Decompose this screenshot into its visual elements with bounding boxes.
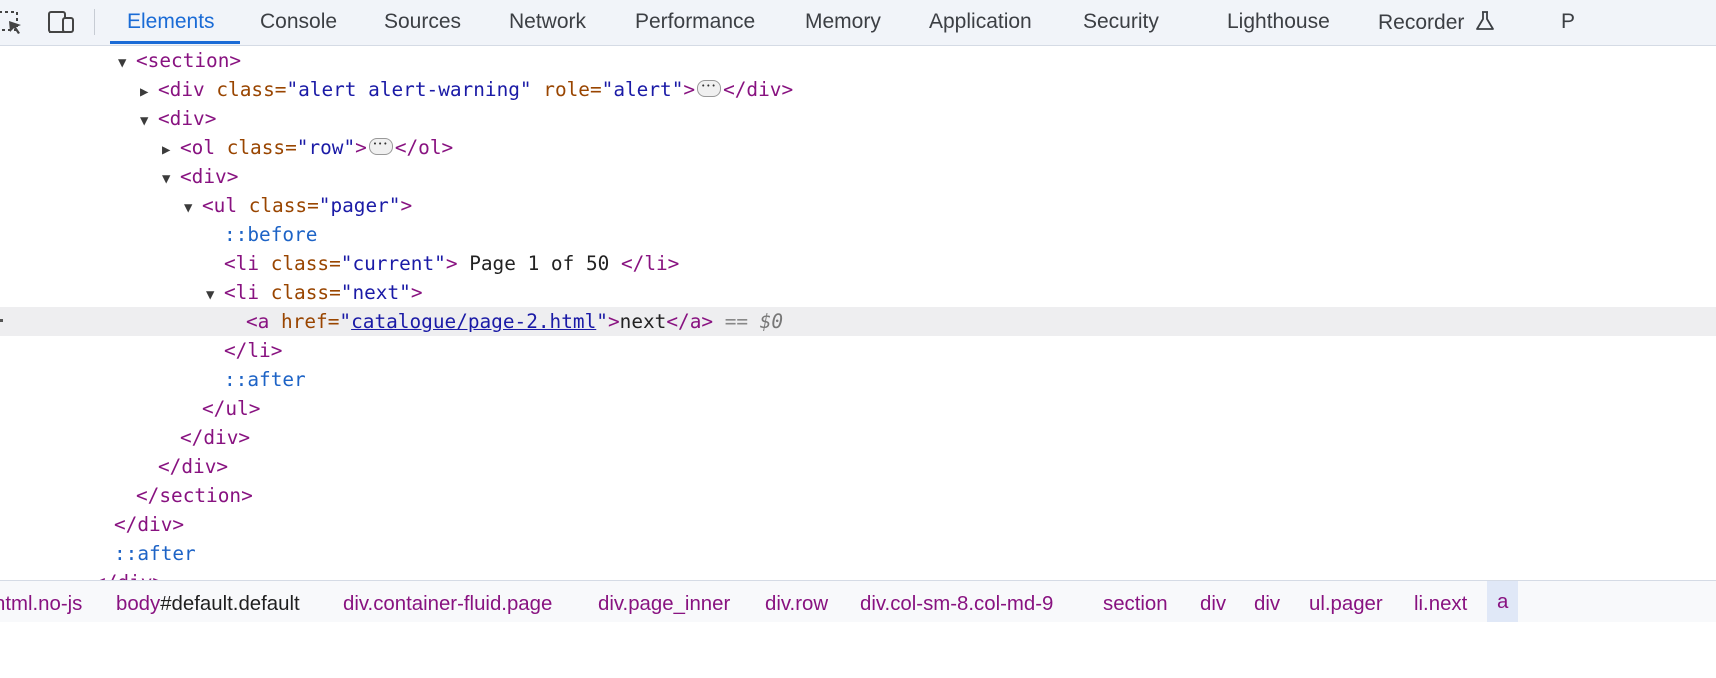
breadcrumb-item[interactable]: body#default.default [116, 593, 300, 615]
tab-memory[interactable]: Memory [805, 10, 881, 33]
href-link[interactable]: catalogue/page-2.html [351, 310, 597, 333]
tree-line[interactable]: </div> [180, 426, 251, 449]
expanded-arrow-icon[interactable]: ▼ [118, 55, 127, 71]
collapsed-arrow-icon[interactable]: ▶ [162, 142, 171, 158]
devtools-toolbar: Elements Console Sources Network Perform… [0, 0, 1716, 46]
breadcrumb-item[interactable]: div.page_inner [598, 593, 731, 615]
collapsed-arrow-icon[interactable]: ▶ [140, 84, 149, 100]
ellipsis-icon[interactable] [368, 130, 393, 159]
flask-icon [1476, 11, 1495, 30]
tree-line[interactable]: ::after [114, 542, 196, 565]
breadcrumb-item[interactable]: div [1200, 593, 1227, 615]
tree-line[interactable]: ▼<li class="next"> [0, 278, 1716, 307]
device-toolbar-icon[interactable] [46, 8, 76, 41]
breadcrumb-item-current[interactable]: a [1487, 581, 1519, 623]
tab-elements[interactable]: Elements [127, 10, 215, 33]
tree-line[interactable]: </div> [114, 513, 185, 536]
tab-security[interactable]: Security [1083, 10, 1159, 33]
tree-line[interactable]: ▶<ol class="row"></ol> [0, 130, 1716, 162]
tree-line[interactable]: ▼<ul class="pager"> [0, 191, 1716, 220]
breadcrumb-item[interactable]: section [1103, 593, 1168, 615]
tree-line[interactable]: </section> [136, 484, 253, 507]
breadcrumb-item[interactable]: div.col-sm-8.col-md-9 [860, 593, 1054, 615]
tab-recorder-label: Recorder [1378, 11, 1465, 34]
tab-performance[interactable]: Performance [635, 10, 756, 33]
breadcrumb-item[interactable]: li.next [1414, 593, 1468, 615]
tree-line[interactable]: ▼<div> [0, 162, 1716, 191]
tree-line[interactable]: ▶<div class="alert alert-warning" role="… [0, 72, 1716, 104]
tree-line[interactable]: </li> [224, 339, 283, 362]
breadcrumb-item[interactable]: div.row [765, 593, 829, 615]
tab-recorder[interactable]: Recorder [1378, 10, 1496, 35]
tab-application[interactable]: Application [929, 10, 1032, 33]
tree-line[interactable]: ::before [224, 223, 318, 246]
breadcrumb-item[interactable]: div [1254, 593, 1281, 615]
tree-line[interactable]: ▼<div> [0, 104, 1716, 133]
tree-line[interactable]: ▼<section> [0, 46, 1716, 75]
expanded-arrow-icon[interactable]: ▼ [206, 287, 215, 303]
tree-line[interactable]: ::after [224, 368, 306, 391]
breadcrumb: html.no-js body#default.default div.cont… [0, 580, 1716, 623]
tree-line[interactable]: </ul> [202, 397, 261, 420]
tab-console[interactable]: Console [260, 10, 338, 33]
toolbar-separator [94, 9, 95, 35]
tab-lighthouse[interactable]: Lighthouse [1227, 10, 1330, 33]
tab-overflow[interactable]: P [1561, 10, 1576, 33]
expanded-arrow-icon[interactable]: ▼ [184, 200, 193, 216]
breadcrumb-item[interactable]: ul.pager [1309, 593, 1383, 615]
active-tab-indicator [110, 41, 240, 44]
selected-tree-line[interactable]: <a href="catalogue/page-2.html">next</a>… [0, 307, 1716, 336]
inspect-element-icon[interactable] [0, 8, 24, 41]
breadcrumb-item[interactable]: html.no-js [0, 593, 83, 615]
tree-line[interactable]: </div> [158, 455, 229, 478]
expanded-arrow-icon[interactable]: ▼ [140, 113, 149, 129]
dom-tree: ▼<section> ▶<div class="alert alert-warn… [0, 46, 1716, 634]
selection-marker [0, 319, 3, 322]
tab-network[interactable]: Network [509, 10, 587, 33]
panel-bottom [0, 622, 1716, 678]
tab-sources[interactable]: Sources [384, 10, 462, 33]
expanded-arrow-icon[interactable]: ▼ [162, 171, 171, 187]
breadcrumb-item[interactable]: div.container-fluid.page [343, 593, 553, 615]
ellipsis-icon[interactable] [697, 72, 722, 101]
tree-line[interactable]: <li class="current"> Page 1 of 50 </li> [224, 252, 680, 275]
